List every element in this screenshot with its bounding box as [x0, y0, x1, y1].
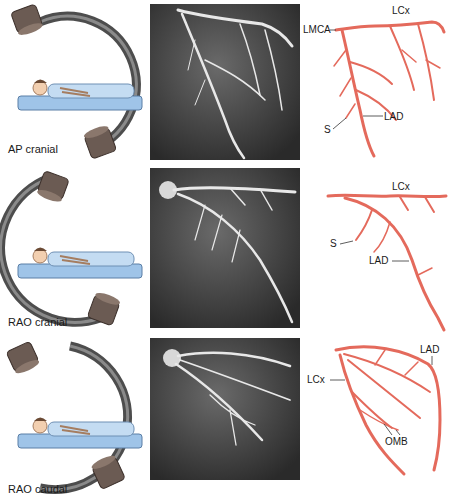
view-label: AP cranial	[8, 143, 58, 155]
vessel-tracing	[360, 410, 398, 430]
vessel-tracing	[352, 392, 392, 428]
leader-line	[330, 380, 345, 381]
view-label: RAO caudal	[8, 483, 67, 495]
c-arm-illustration	[40, 346, 128, 490]
vessel-tracing	[344, 354, 430, 392]
angiogram-image	[210, 395, 255, 445]
vessel-tracing	[356, 210, 372, 240]
angiogram-image	[174, 188, 295, 192]
angiogram-image	[178, 10, 292, 158]
leader-line	[363, 116, 383, 117]
vessel-tracing	[400, 197, 434, 212]
part-label: S	[330, 238, 337, 249]
c-arm-illustration	[90, 453, 125, 489]
angiogram-image	[159, 181, 295, 322]
vessel-tracing	[350, 62, 392, 84]
angiogram-image	[230, 188, 272, 210]
c-arm-illustration	[94, 291, 121, 307]
vessel-tracing	[402, 50, 440, 68]
c-arm-illustration	[83, 124, 110, 140]
vessel-tracing	[348, 360, 420, 418]
c-arm-illustration	[18, 418, 142, 449]
angiogram-image	[150, 4, 300, 160]
angiogram-image	[163, 349, 290, 445]
angiogram-image	[188, 40, 205, 105]
c-arm-illustration	[90, 453, 117, 471]
angiogram-image	[150, 4, 300, 160]
part-label: LCx	[392, 181, 410, 192]
leader-line	[340, 241, 353, 244]
leader-line	[432, 356, 433, 365]
vessel-tracing	[345, 198, 444, 330]
angiogram-image	[265, 30, 282, 110]
leader-line	[333, 118, 346, 129]
vessel-tracing	[374, 222, 390, 252]
vessel-tracing	[342, 30, 374, 156]
angiogram-image	[150, 168, 300, 328]
leader-line	[330, 356, 432, 435]
vessel-tracing	[328, 195, 446, 196]
angiogram-image	[178, 353, 290, 366]
c-arm-illustration	[17, 21, 44, 37]
angiogram-image	[205, 60, 265, 100]
part-label: LAD	[369, 255, 388, 266]
part-label: S	[324, 124, 331, 135]
vessel-tracing	[418, 24, 434, 100]
c-arm-illustration	[11, 4, 142, 159]
vessel-tracing	[328, 195, 446, 330]
c-arm-illustration	[11, 4, 44, 37]
c-arm-illustration	[1, 178, 100, 322]
angiogram-image	[195, 205, 240, 262]
vessel-tracing	[336, 347, 440, 474]
part-label: LAD	[420, 344, 439, 355]
vessel-tracing	[418, 268, 432, 275]
angiogram-image	[240, 24, 260, 95]
angiogram-image	[150, 338, 300, 480]
c-arm-illustration	[6, 341, 142, 489]
c-arm-illustration	[1, 171, 142, 326]
c-arm-illustration	[36, 171, 69, 204]
c-arm-illustration	[87, 291, 121, 326]
part-label: LCx	[392, 5, 410, 16]
part-label: LCx	[307, 374, 325, 385]
part-label: LMCA	[303, 24, 331, 35]
leader-line	[330, 30, 336, 31]
view-label: RAO cranial	[8, 316, 67, 328]
c-arm-illustration	[18, 248, 142, 279]
leader-line	[384, 424, 400, 435]
angiogram-image	[182, 14, 244, 158]
leader-line	[392, 261, 409, 262]
c-arm-illustration	[40, 346, 128, 490]
vessel-tracing	[336, 347, 440, 470]
c-arm-illustration	[83, 124, 117, 159]
c-arm-illustration	[40, 16, 136, 148]
angiogram-image	[176, 364, 262, 440]
c-arm-illustration	[6, 341, 41, 376]
angiogram-image	[150, 338, 300, 480]
c-arm-illustration	[18, 80, 142, 111]
angiogram-image	[178, 194, 292, 322]
vessel-tracing	[334, 50, 355, 118]
leader-line	[330, 30, 383, 129]
part-label: OMB	[385, 436, 408, 447]
vessel-tracing	[334, 22, 444, 156]
c-arm-illustration	[14, 358, 41, 376]
c-arm-illustration	[1, 178, 100, 322]
angiogram-image	[180, 360, 290, 400]
c-arm-illustration	[36, 188, 63, 204]
c-arm-illustration	[40, 16, 136, 148]
vessel-tracing	[375, 350, 418, 375]
part-label: LAD	[384, 111, 403, 122]
angiogram-image	[150, 168, 300, 328]
